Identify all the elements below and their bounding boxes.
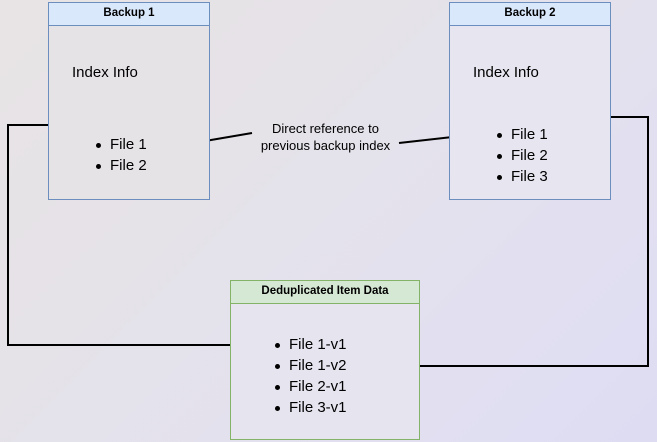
node-backup-1[interactable]: Backup 1 Index Info File 1 File 2 xyxy=(48,2,210,200)
node-deduplicated-item-data-body: File 1-v1 File 1-v2 File 2-v1 File 3-v1 xyxy=(231,304,419,439)
list-item: File 3 xyxy=(495,166,548,187)
node-deduplicated-item-data[interactable]: Deduplicated Item Data File 1-v1 File 1-… xyxy=(230,280,420,440)
list-item: File 2 xyxy=(94,155,147,176)
node-backup-1-header: Backup 1 xyxy=(49,3,209,26)
node-backup-2-subtitle: Index Info xyxy=(473,64,539,81)
node-backup-1-subtitle: Index Info xyxy=(72,64,138,81)
node-backup-2-file-list: File 1 File 2 File 3 xyxy=(495,124,548,187)
node-deduplicated-item-data-header: Deduplicated Item Data xyxy=(231,281,419,304)
node-backup-1-body: Index Info File 1 File 2 xyxy=(49,26,209,199)
node-backup-2-header: Backup 2 xyxy=(450,3,610,26)
list-item: File 1 xyxy=(495,124,548,145)
list-item: File 1-v2 xyxy=(273,355,347,376)
list-item: File 2 xyxy=(495,145,548,166)
node-backup-2-body: Index Info File 1 File 2 File 3 xyxy=(450,26,610,199)
annotation-direct-reference: Direct reference to previous backup inde… xyxy=(260,121,391,153)
node-backup-2[interactable]: Backup 2 Index Info File 1 File 2 File 3 xyxy=(449,2,611,200)
list-item: File 3-v1 xyxy=(273,397,347,418)
node-backup-1-file-list: File 1 File 2 xyxy=(94,134,147,176)
list-item: File 2-v1 xyxy=(273,376,347,397)
list-item: File 1-v1 xyxy=(273,334,347,355)
node-deduplicated-item-data-file-list: File 1-v1 File 1-v2 File 2-v1 File 3-v1 xyxy=(273,334,347,418)
list-item: File 1 xyxy=(94,134,147,155)
